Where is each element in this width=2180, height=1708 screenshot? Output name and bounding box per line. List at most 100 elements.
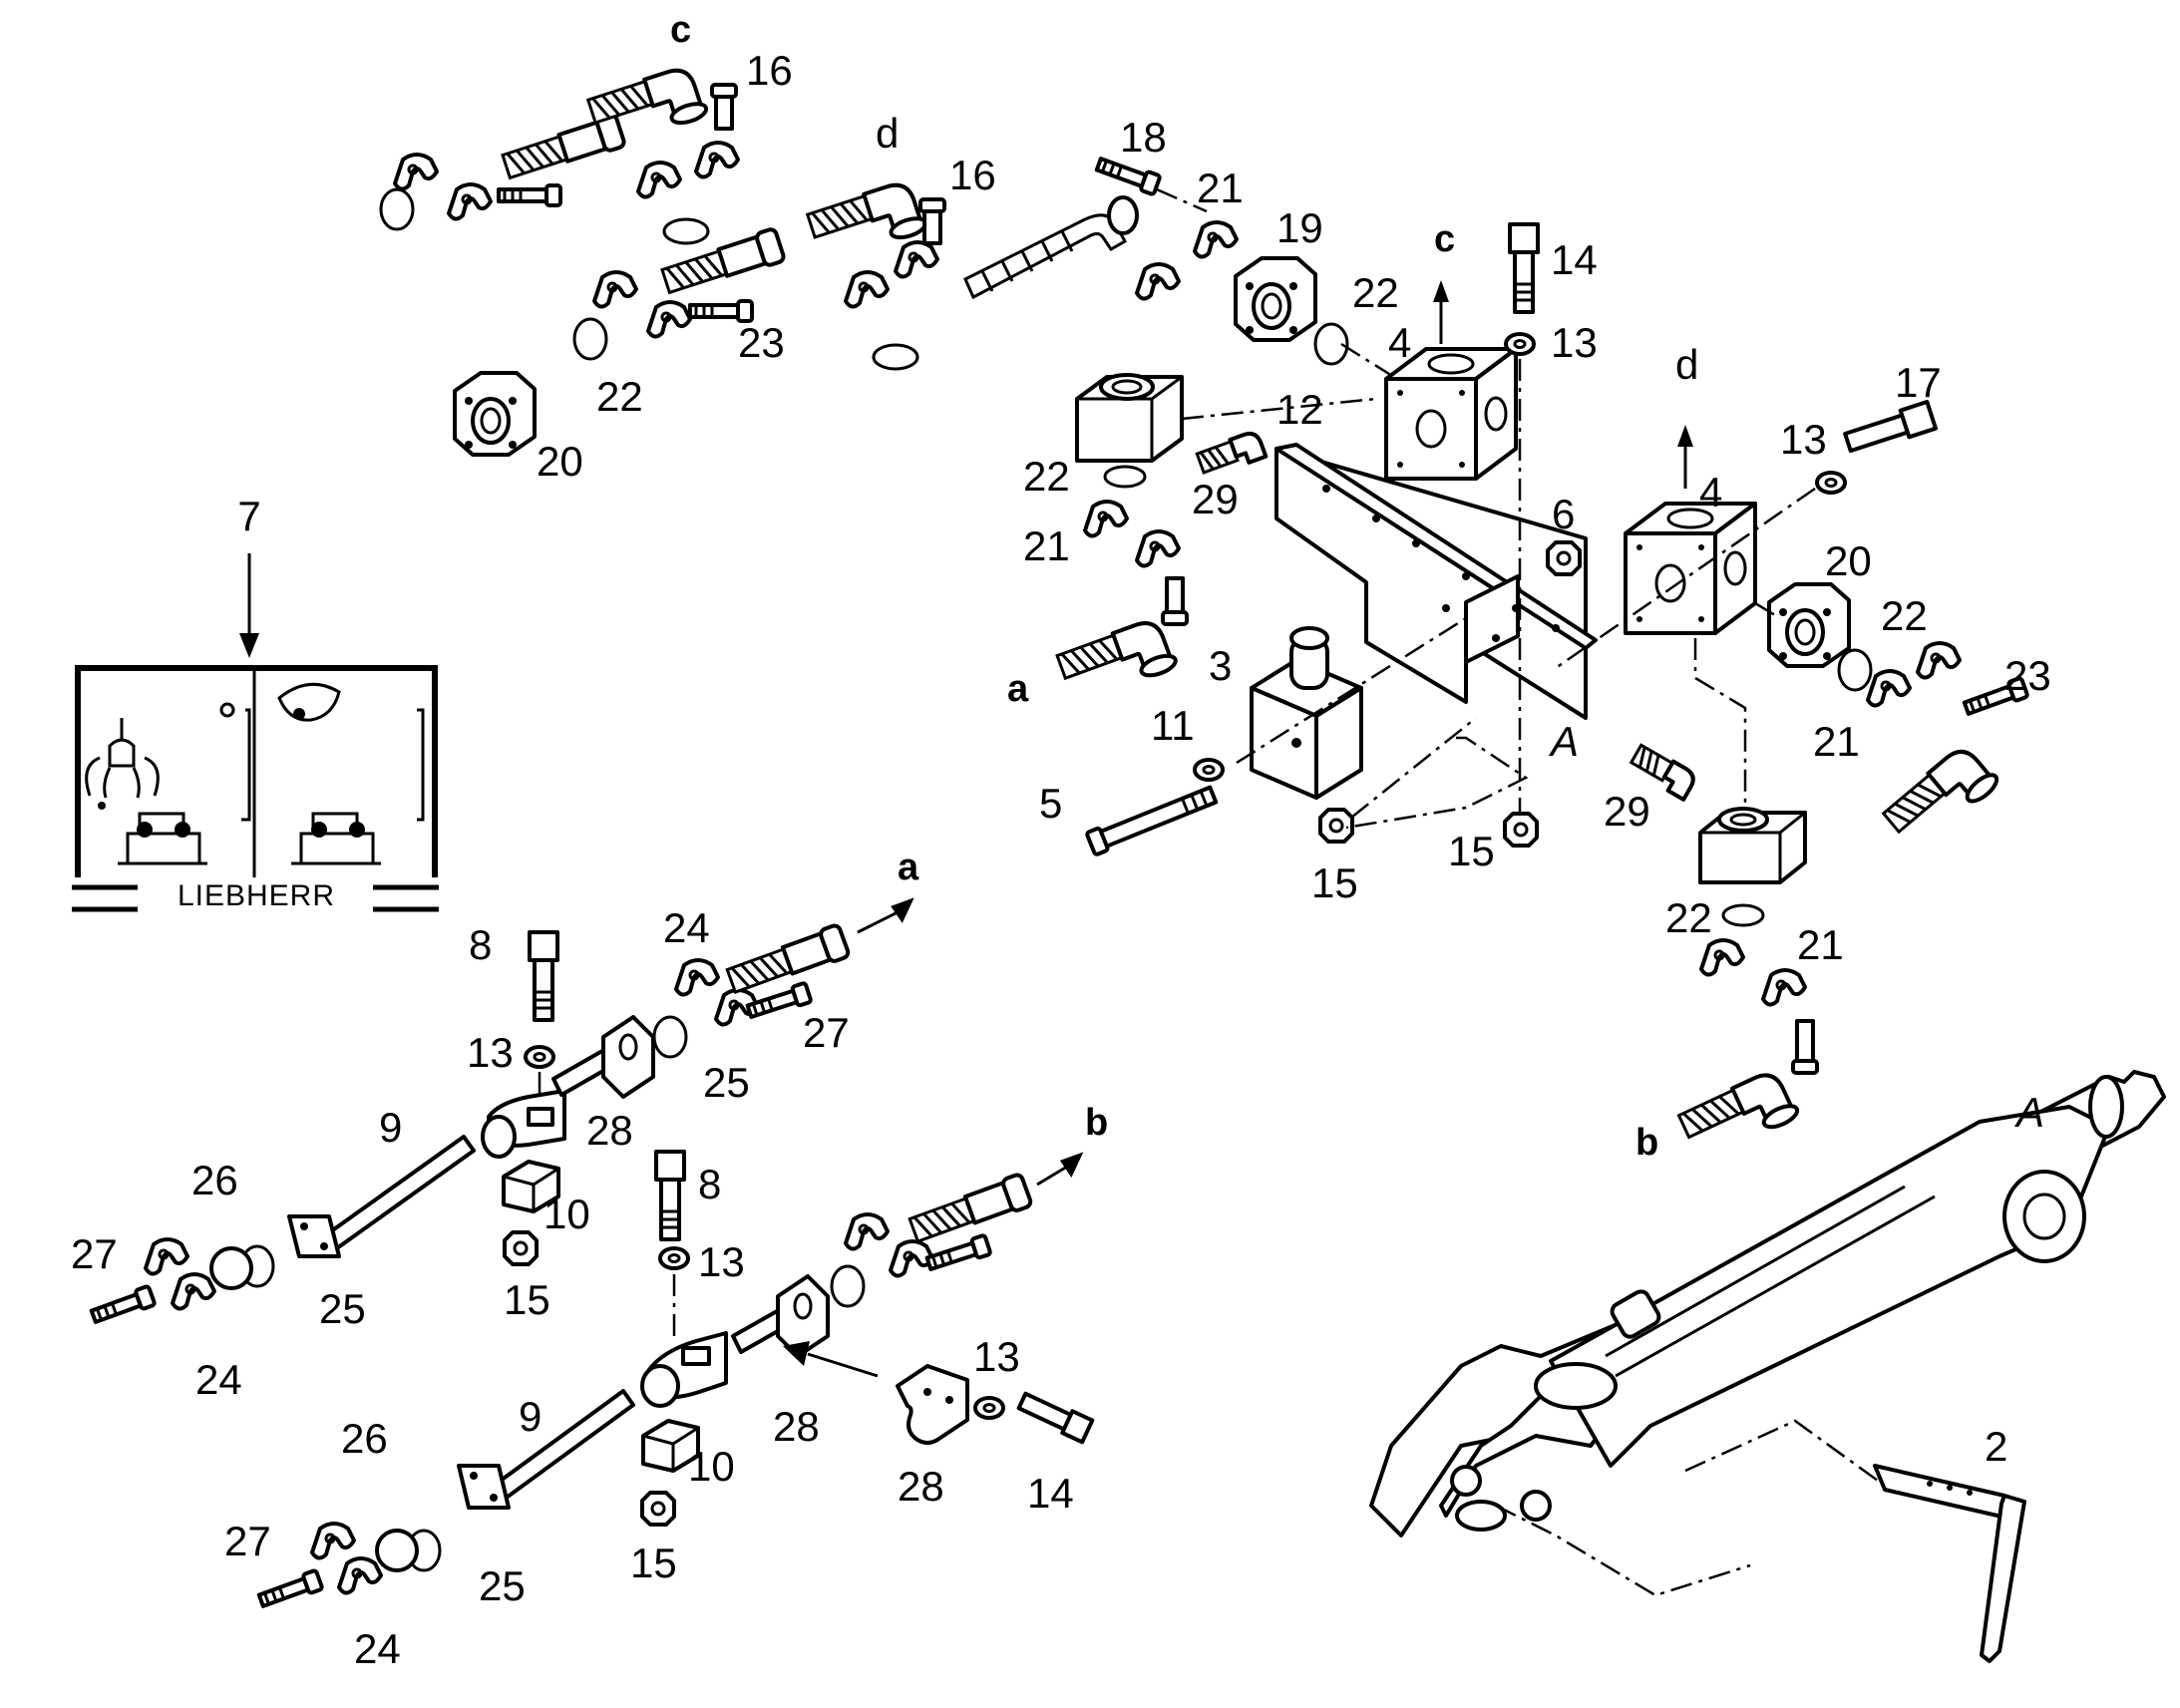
valve-block-area: A bbox=[1054, 222, 2030, 1165]
arrow-b bbox=[1059, 1152, 1084, 1178]
elbow-fitting-29-right bbox=[1629, 743, 1695, 802]
label-16-top: 16 bbox=[746, 47, 793, 94]
label-8-upper: 8 bbox=[469, 921, 492, 968]
pipe-end-upper bbox=[88, 1237, 275, 1328]
hose-fitting-c-left bbox=[499, 111, 628, 185]
hose-18 bbox=[963, 195, 1139, 300]
label-22-mid: 22 bbox=[596, 373, 643, 420]
inset-frame bbox=[75, 665, 438, 877]
letter-d-block: d bbox=[1675, 341, 1698, 388]
label-28-clip: 28 bbox=[898, 1463, 944, 1510]
letter-d-top: d bbox=[876, 110, 899, 157]
lower-pipe-assembly bbox=[88, 897, 1095, 1612]
label-9-upper: 9 bbox=[379, 1104, 402, 1151]
nut-15-right bbox=[1503, 812, 1539, 848]
pipe-28-upper bbox=[481, 1089, 566, 1159]
bolt-14-bottom bbox=[1016, 1391, 1095, 1445]
pipe-9-upper bbox=[287, 1135, 476, 1258]
label-24-upper: 24 bbox=[663, 904, 710, 951]
label-24-lower: 24 bbox=[354, 1625, 401, 1672]
label-26-lower: 26 bbox=[341, 1415, 388, 1462]
screw-top-left bbox=[497, 183, 562, 207]
connection-letters: c d c d a a b b bbox=[670, 9, 1698, 1164]
clamp-21-right bbox=[1866, 669, 1912, 708]
clamp-top-mid-1 bbox=[636, 161, 682, 199]
label-7-arrow bbox=[239, 633, 259, 658]
label-23-right: 23 bbox=[2004, 652, 2051, 699]
bracket-plate-12 bbox=[1274, 443, 1598, 720]
clamp-24-lower bbox=[844, 1212, 890, 1251]
label-20-left: 20 bbox=[537, 438, 583, 485]
letter-c-top: c bbox=[670, 9, 691, 51]
inset-brand: LIEBHERR bbox=[178, 879, 335, 912]
inset-panel: 7 LIEBHERR bbox=[72, 493, 439, 912]
clamp-21-top bbox=[1193, 220, 1239, 259]
screw-16-mid bbox=[918, 197, 946, 245]
washer-11 bbox=[1193, 758, 1225, 782]
label-12: 12 bbox=[1276, 386, 1323, 433]
label-20-right: 20 bbox=[1825, 537, 1872, 584]
pipe-flange-lower bbox=[731, 1274, 830, 1358]
clamp-mid-right bbox=[844, 270, 890, 309]
hose-fitting-a bbox=[1054, 614, 1181, 707]
label-2: 2 bbox=[1985, 1423, 2007, 1470]
label-28-upper: 28 bbox=[586, 1107, 633, 1154]
label-5: 5 bbox=[1039, 780, 1062, 827]
grapple-icon bbox=[85, 718, 160, 810]
label-4-right: 4 bbox=[1699, 469, 1722, 515]
oring-25-lower bbox=[830, 1264, 866, 1308]
clamp-21-top-2 bbox=[1135, 262, 1181, 301]
flange-20-left bbox=[453, 371, 537, 457]
bracket-10-upper bbox=[502, 1160, 560, 1213]
pipe-28-lower bbox=[640, 1331, 728, 1408]
screw-21-lower bbox=[1791, 1019, 1819, 1075]
bolt-8-lower bbox=[654, 1150, 686, 1241]
letter-a-left: a bbox=[1007, 668, 1029, 710]
boom-mark-A: A bbox=[2013, 1089, 2044, 1136]
clamp-21-right-2 bbox=[1916, 641, 1962, 680]
label-3: 3 bbox=[1209, 642, 1232, 689]
clamp-24-upper bbox=[674, 958, 720, 997]
clamp-top-left-2 bbox=[447, 182, 493, 221]
label-18: 18 bbox=[1120, 114, 1167, 161]
nut-6 bbox=[1546, 540, 1582, 576]
label-29-left: 29 bbox=[1192, 476, 1239, 522]
label-22-left: 22 bbox=[1023, 453, 1070, 500]
label-23-mid: 23 bbox=[738, 319, 785, 366]
oring-22-left bbox=[1103, 465, 1147, 489]
label-22-right: 22 bbox=[1881, 592, 1928, 639]
screw-23-mid bbox=[688, 299, 754, 323]
label-21-top: 21 bbox=[1197, 165, 1244, 211]
label-19: 19 bbox=[1276, 204, 1323, 251]
hose-fitting-d-left bbox=[658, 225, 788, 300]
arrow-c-up bbox=[1431, 278, 1451, 346]
label-27-left: 27 bbox=[71, 1230, 118, 1277]
pipe-9-lower bbox=[457, 1389, 635, 1510]
top-hose-assembly bbox=[379, 62, 1417, 457]
valve-3 bbox=[1250, 626, 1363, 800]
pin-2 bbox=[1873, 1464, 2026, 1663]
letter-a-arrow: a bbox=[898, 847, 919, 888]
clamp-mid-left bbox=[592, 270, 638, 309]
label-15-upper: 15 bbox=[504, 1276, 550, 1323]
label-25-left: 25 bbox=[319, 1285, 366, 1332]
oring-top-mid bbox=[662, 217, 710, 245]
clamp-21-left bbox=[1083, 500, 1129, 538]
pipe-flange-upper bbox=[551, 1015, 655, 1099]
label-29-right: 29 bbox=[1604, 788, 1650, 835]
clamp-21-lower bbox=[1699, 938, 1745, 977]
label-6: 6 bbox=[1552, 491, 1575, 537]
arrow-d-up bbox=[1675, 423, 1695, 491]
bolt-5 bbox=[1085, 785, 1219, 856]
screw-27-upper bbox=[744, 980, 814, 1023]
label-21-left: 21 bbox=[1023, 522, 1070, 569]
clamp-21-left-2 bbox=[1135, 529, 1181, 568]
hose-fitting-d-right bbox=[1880, 739, 2003, 855]
label-24-left: 24 bbox=[195, 1356, 242, 1403]
clip-28-right bbox=[896, 1364, 969, 1445]
bracket-10-lower bbox=[641, 1419, 700, 1473]
arrow-a bbox=[891, 897, 914, 923]
label-22-top: 22 bbox=[1352, 269, 1399, 316]
label-9-lower: 9 bbox=[519, 1393, 542, 1440]
